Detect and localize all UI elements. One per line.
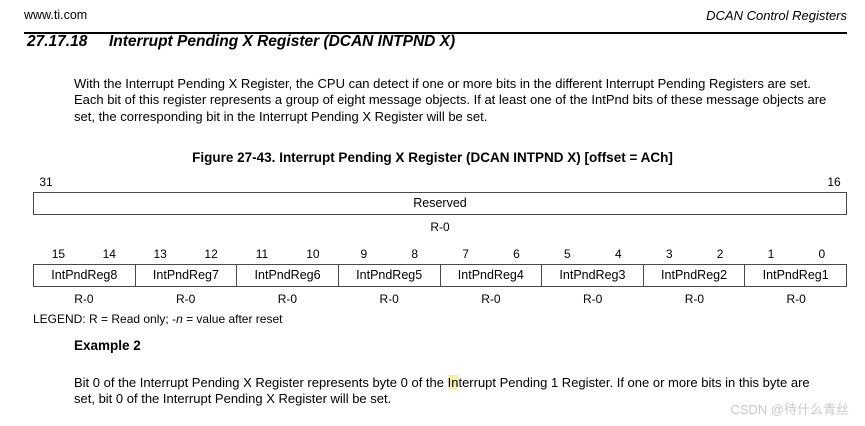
bit-number-5: 5 [564, 247, 571, 261]
example-heading: Example 2 [74, 338, 141, 353]
section-title: Interrupt Pending X Register (DCAN INTPN… [109, 33, 456, 50]
upper-field-row: Reserved [33, 192, 847, 215]
lower-field-row: IntPndReg8 IntPndReg7 IntPndReg6 IntPndR… [33, 264, 847, 287]
example-text-before: Bit 0 of the Interrupt Pending X Registe… [74, 375, 448, 390]
legend-prefix: LEGEND: R = Read only; - [33, 312, 177, 326]
figure-legend: LEGEND: R = Read only; -n = value after … [33, 311, 847, 327]
access-label-intpndreg7: R-0 [175, 292, 196, 306]
bit-number-0: 0 [818, 247, 826, 261]
bit-number-4: 4 [614, 247, 622, 261]
bit-number-3: 3 [665, 247, 673, 261]
csdn-watermark: CSDN @待什么青丝 [730, 402, 849, 417]
bit-number-9: 9 [360, 247, 368, 261]
access-label-intpndreg5: R-0 [379, 292, 399, 306]
bit-number-31: 31 [39, 175, 53, 189]
bit-number-7: 7 [462, 247, 469, 261]
bit-number-2: 2 [716, 247, 724, 261]
upper-access-row: R-0 [33, 218, 847, 238]
example-text-after: terrupt Pending 1 Register. If one or mo… [74, 375, 810, 407]
legend-italic-n: n [176, 312, 183, 326]
lower-access-row: R-0 R-0 R-0 R-0 R-0 R-0 R-0 R-0 [33, 290, 847, 310]
lower-bit-number-row: 15 14 13 12 11 10 9 8 7 6 5 4 3 2 1 0 [33, 247, 847, 264]
access-label-intpndreg6: R-0 [277, 292, 298, 306]
legend-suffix: = value after reset [182, 312, 283, 326]
field-cell-intpndreg5: IntPndReg5 [339, 265, 441, 286]
field-cell-intpndreg1: IntPndReg1 [762, 268, 829, 282]
page-header: www.ti.com DCAN Control Registers [24, 8, 847, 34]
bit-number-1: 1 [767, 247, 775, 261]
bit-number-12: 12 [204, 247, 218, 261]
register-diagram: 31 16 Reserved R-0 15 14 13 12 11 10 9 8… [33, 175, 847, 327]
access-label-intpndreg8: R-0 [74, 292, 94, 306]
intro-paragraph: With the Interrupt Pending X Register, t… [74, 76, 827, 124]
field-cell-intpndreg6: IntPndReg6 [237, 265, 339, 286]
bit-number-6: 6 [513, 247, 520, 261]
bit-number-13: 13 [153, 247, 167, 261]
field-cell-intpndreg4: IntPndReg4 [441, 265, 543, 286]
field-cell-intpndreg2: IntPndReg2 [644, 265, 746, 286]
access-label-intpndreg3: R-0 [582, 292, 603, 306]
highlighted-text: In [447, 375, 459, 390]
access-label-intpndreg2: R-0 [684, 292, 705, 306]
figure-caption: Figure 27-43. Interrupt Pending X Regist… [192, 150, 673, 165]
field-cell-intpndreg3: IntPndReg3 [542, 265, 644, 286]
bit-number-16: 16 [827, 175, 841, 189]
header-chapter-title: DCAN Control Registers [706, 8, 847, 23]
upper-bit-number-row: 31 16 [33, 175, 847, 192]
bit-number-14: 14 [102, 247, 116, 261]
diagram-spacer [33, 238, 847, 247]
bit-number-10: 10 [306, 247, 320, 261]
bit-number-15: 15 [51, 247, 66, 261]
bit-number-8: 8 [411, 247, 419, 261]
field-cell-intpndreg7: IntPndReg7 [136, 265, 238, 286]
header-site-url: www.ti.com [24, 8, 88, 22]
access-label-intpndreg1: R-0 [786, 292, 806, 306]
access-label-intpndreg4: R-0 [481, 292, 501, 306]
bit-number-11: 11 [255, 247, 269, 261]
field-cell-intpndreg8: IntPndReg8 [34, 265, 136, 286]
field-cell-reserved: Reserved [413, 196, 467, 210]
access-label-reserved: R-0 [430, 220, 450, 234]
section-number: 27.17.18 [27, 33, 88, 50]
example-paragraph: Bit 0 of the Interrupt Pending X Registe… [74, 375, 834, 408]
section-heading: 27.17.18 Interrupt Pending X Register (DC… [27, 33, 455, 51]
